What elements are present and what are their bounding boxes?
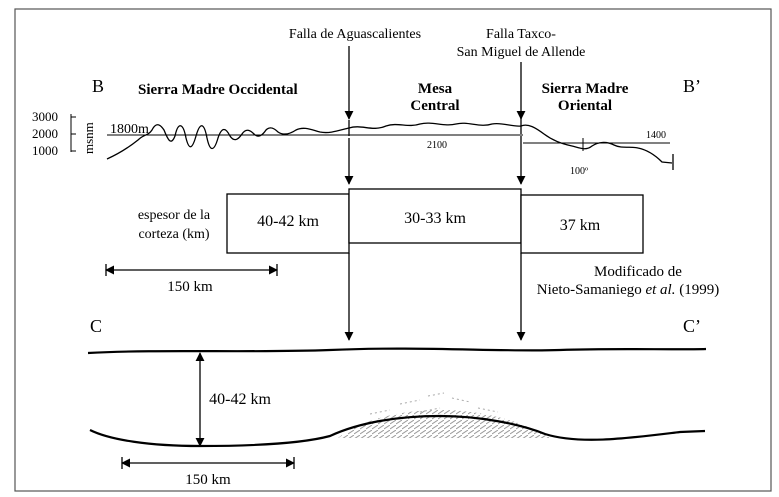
fault-aguascalientes-label: Falla de Aguascalientes [289, 27, 421, 42]
crust-bottom-boundary [89, 414, 706, 448]
figure-frame [14, 8, 772, 492]
fault-taxco-label-line2: San Miguel de Allende [457, 45, 586, 60]
crust-label-line1: espesor de la [138, 208, 211, 223]
source-line1: Modificado de [594, 264, 682, 280]
crust-box-smoc-value: 40-42 km [257, 213, 319, 230]
crust-box-mesa-value: 30-33 km [404, 210, 466, 227]
section-b-left-label: B [92, 76, 104, 96]
crust-thickness-label: 40-42 km [209, 391, 271, 408]
province-smor-label-1: Sierra Madre [542, 81, 629, 97]
topo-profile-smor [520, 124, 673, 164]
section-c-right-label: C’ [683, 316, 701, 336]
scale-bar-lower-label: 150 km [185, 472, 231, 488]
province-smor-label-2: Oriental [558, 98, 612, 114]
source-author: Nieto-Samaniego [537, 282, 646, 298]
topo-profile-smoc [106, 124, 350, 160]
section-c-left-label: C [90, 316, 102, 336]
source-etal: et al. [645, 282, 675, 298]
elev-1800-label: 1800m [110, 122, 149, 137]
lon-100-label: 100º [570, 166, 588, 177]
crust-box-smor-value: 37 km [560, 217, 601, 234]
topo-profile-mesa [348, 122, 522, 129]
elev-tick-3000: 3000 [32, 109, 58, 124]
crust-box-smor [520, 194, 644, 254]
province-smoc-label: Sierra Madre Occidental [138, 82, 298, 98]
section-b-right-label: B’ [683, 76, 701, 96]
mantle-bulge-hatch [338, 410, 550, 438]
mantle-bulge-scatter [369, 392, 499, 415]
crust-box-mesa [348, 188, 522, 244]
elev-unit-label: msnm [81, 122, 96, 154]
crust-top-surface [87, 347, 707, 355]
source-year: (1999) [675, 282, 719, 298]
crust-box-smoc [226, 193, 350, 254]
source-line2: Nieto-Samaniego et al. (1999) [537, 282, 719, 298]
elev-tick-2000: 2000 [32, 126, 58, 141]
scale-bar-upper-label: 150 km [167, 279, 213, 295]
province-mesa-label-1: Mesa [418, 81, 453, 97]
province-mesa-label-2: Central [410, 98, 459, 114]
crust-label-line2: corteza (km) [138, 227, 209, 242]
fault-taxco-label-line1: Falla Taxco- [486, 27, 556, 42]
elev-tick-1000: 1000 [32, 143, 58, 158]
elev-1400-label: 1400 [646, 130, 666, 141]
elev-2100-label: 2100 [427, 140, 447, 151]
